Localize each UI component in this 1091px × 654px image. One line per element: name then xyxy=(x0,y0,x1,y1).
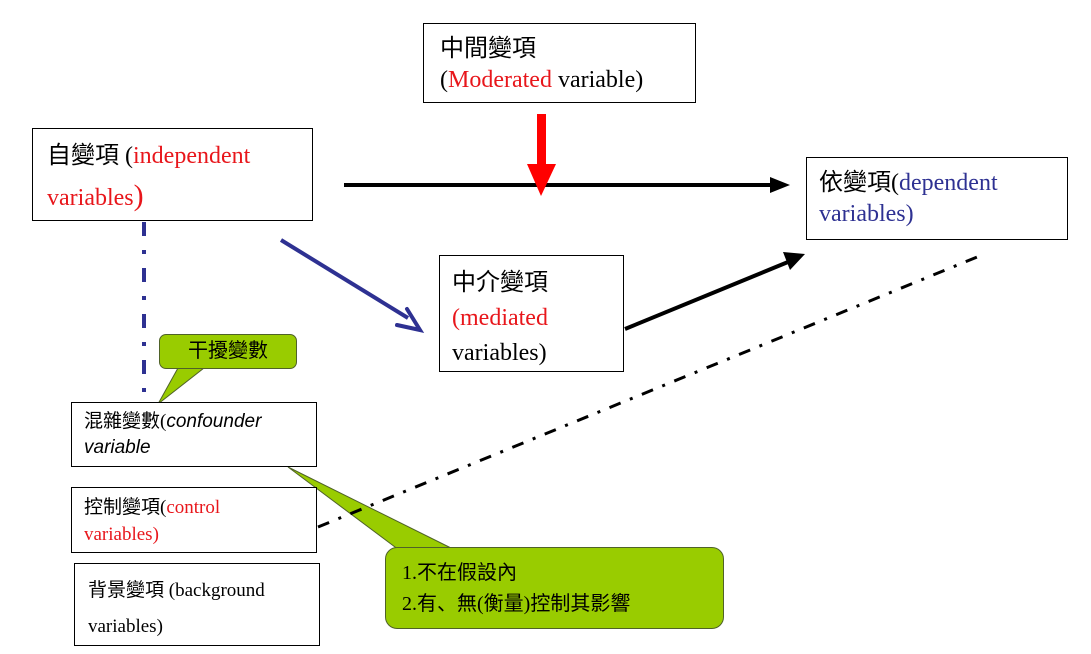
confounder-variable-en1: confounder xyxy=(166,411,262,432)
dashdot-line-control-dependent xyxy=(317,253,983,529)
control-variable-zh: 控制變項( xyxy=(84,497,167,518)
moderated-variable-box: 中間變項 (Moderated variable) xyxy=(423,23,696,103)
background-variable-box: 背景變項 (background variables) xyxy=(74,563,320,646)
moderated-paren: ( xyxy=(440,67,448,94)
moderated-variable-zh: 中間變項 xyxy=(440,36,536,62)
moderated-variable-en: Moderated xyxy=(448,67,552,94)
mediated-variable-box: 中介變項 (mediated variables) xyxy=(439,255,624,372)
arrow-moderated-shaft xyxy=(537,114,546,170)
confounder-variable-en2: variable xyxy=(84,436,151,458)
dependent-variable-en: dependent variables) xyxy=(819,170,998,228)
mediated-variable-zh: 中介變項 xyxy=(452,270,548,296)
moderated-variable-rest: variable) xyxy=(551,67,644,94)
independent-variable-zh: 自變項 ( xyxy=(47,143,133,169)
arrow-head-dependent xyxy=(770,177,790,193)
note-line-1: 1.不在假設內 xyxy=(402,562,517,584)
independent-variable-en2: variables xyxy=(47,184,134,211)
interference-label: 干擾變數 xyxy=(188,340,268,362)
confounder-variable-box: 混雜變數(confounder variable xyxy=(71,402,317,467)
arrow-moderated-head xyxy=(527,164,556,196)
confounder-variable-zh: 混雜變數( xyxy=(84,411,167,432)
independent-variable-box: 自變項 (independent variables) xyxy=(32,128,313,221)
arrow-independent-to-mediated xyxy=(279,238,410,320)
independent-variable-en1: independent xyxy=(133,143,251,169)
arrow-head-mediated xyxy=(395,307,425,333)
dependent-variable-zh: 依變項( xyxy=(819,170,899,196)
background-variable-en2: variables) xyxy=(88,616,163,638)
arrow-mediated-to-dependent xyxy=(624,260,789,331)
mediated-variable-en2: variables) xyxy=(452,339,547,366)
control-variable-box: 控制變項(control variables) xyxy=(71,487,317,553)
interference-callout-tail xyxy=(157,367,206,405)
note-line-2: 2.有、無(衡量)控制其影響 xyxy=(402,593,631,615)
interference-callout: 干擾變數 xyxy=(159,334,297,369)
mediated-variable-en1: (mediated xyxy=(452,304,548,331)
background-variable-zh: 背景變項 (background xyxy=(88,580,265,601)
dependent-variable-box: 依變項(dependent variables) xyxy=(806,157,1068,240)
control-variable-en2: variables) xyxy=(84,523,159,545)
arrow-head-mediated-dependent xyxy=(783,252,805,270)
independent-close-paren: ) xyxy=(133,178,144,212)
note-callout: 1.不在假設內 2.有、無(衡量)控制其影響 xyxy=(385,547,724,629)
control-variable-en1: control xyxy=(166,497,221,518)
